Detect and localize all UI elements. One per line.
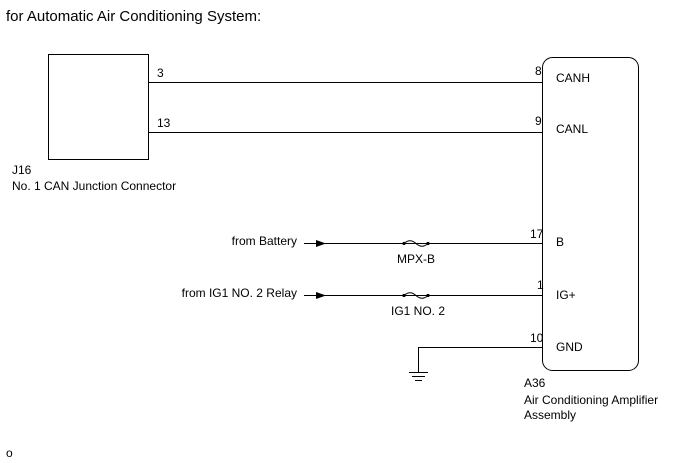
fuse-mpx-b-label: MPX-B <box>397 252 435 266</box>
battery-arrow-icon <box>316 240 326 247</box>
source-battery-label: from Battery <box>232 234 297 248</box>
fuse-ig1-label: IG1 NO. 2 <box>391 304 445 318</box>
terminal-pin-8: 8 <box>535 64 542 78</box>
fuse-ig1-icon <box>403 292 429 299</box>
fuse-terminal-dot <box>402 241 406 246</box>
ig1-arrow-icon <box>316 292 326 299</box>
connector-pin-13: 13 <box>157 116 171 130</box>
terminal-pin-17: 17 <box>530 227 544 241</box>
connector-pin-3: 3 <box>157 66 164 80</box>
fuse-mpx-b-icon <box>403 240 429 247</box>
diagram-heading: for Automatic Air Conditioning System: <box>6 8 261 25</box>
terminal-label-canl: CANL <box>556 122 588 136</box>
amplifier-name-line1: Air Conditioning Amplifier <box>524 393 658 407</box>
terminal-label-b: B <box>556 235 564 249</box>
terminal-label-gnd: GND <box>556 340 583 354</box>
junction-connector-box <box>48 54 149 160</box>
terminal-pin-9: 9 <box>535 114 542 128</box>
fuse-terminal-dot <box>402 293 406 298</box>
amplifier-name-line2: Assembly <box>524 408 576 422</box>
footer-mark: o <box>6 446 13 460</box>
gnd-wire <box>418 347 542 372</box>
terminal-label-canh: CANH <box>556 71 590 85</box>
fuse-terminal-dot <box>426 241 430 246</box>
terminal-pin-10: 10 <box>530 331 544 345</box>
terminal-pin-1: 1 <box>537 278 544 292</box>
amplifier-box <box>542 57 639 371</box>
fuse-terminal-dot <box>426 293 430 298</box>
connector-id: J16 <box>12 163 32 177</box>
source-ig1-label: from IG1 NO. 2 Relay <box>182 286 297 300</box>
connector-name: No. 1 CAN Junction Connector <box>12 179 176 193</box>
ground-icon <box>409 372 428 381</box>
amplifier-id: A36 <box>524 376 546 390</box>
terminal-label-ig: IG+ <box>556 288 576 302</box>
